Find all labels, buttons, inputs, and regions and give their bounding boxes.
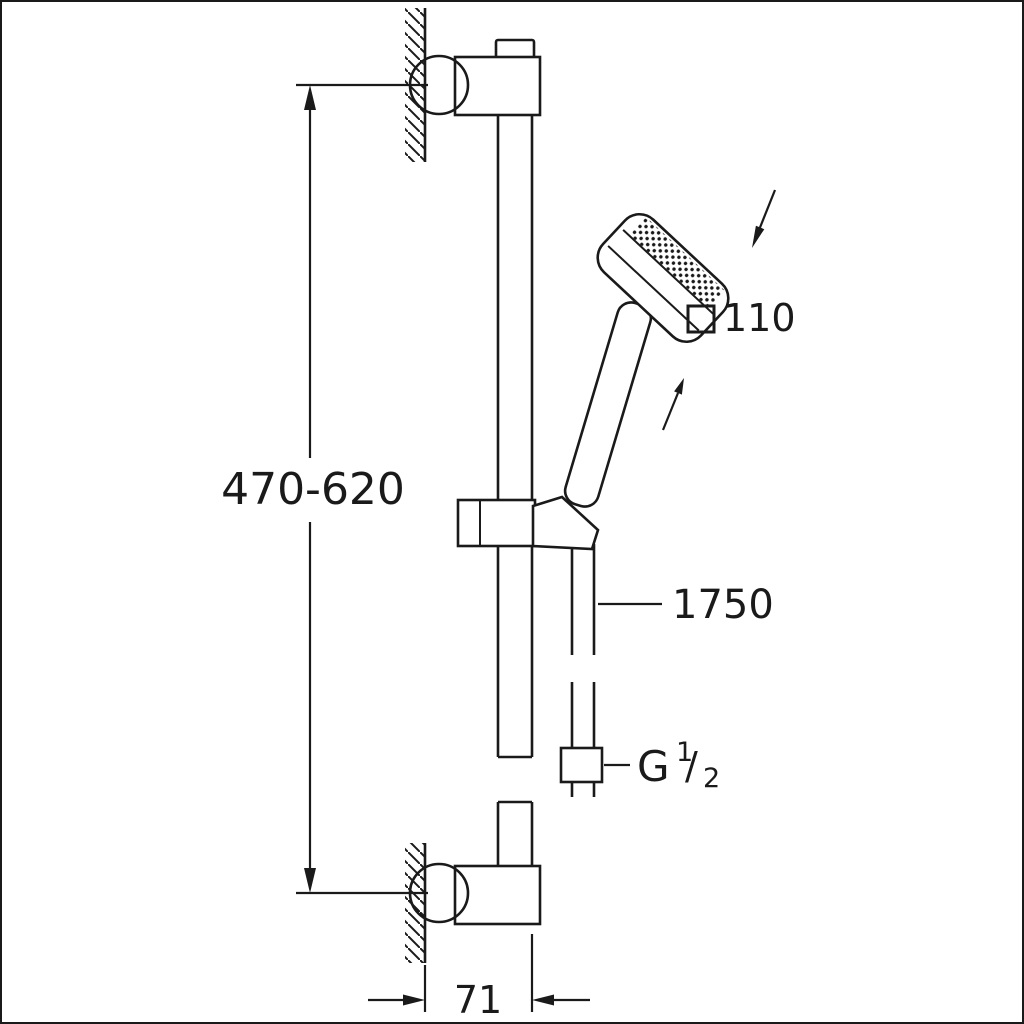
handle-cup: [531, 495, 600, 551]
thread-letter: G: [637, 742, 670, 791]
dim-hose-length: 1750: [598, 582, 774, 628]
hose-nut: [559, 746, 604, 784]
shower-rail: [496, 115, 534, 866]
offset-arrow-right: [532, 994, 554, 1006]
shower-hose: [559, 544, 604, 797]
head-body: [596, 212, 730, 344]
thread-slash: /: [685, 744, 698, 788]
dim-arrow-up: [304, 85, 316, 110]
thread-denominator: 2: [703, 763, 720, 794]
handshower-head: [596, 212, 730, 344]
hose-length-label: 1750: [672, 582, 774, 628]
offset-arrow-left: [403, 994, 425, 1006]
head-dim-arrow-bottom: [674, 378, 684, 395]
rail-mount-top: [408, 38, 542, 117]
dim-wall-offset: 71: [368, 934, 590, 1022]
square-symbol: [686, 304, 716, 334]
dim-thread: G 1 / 2: [604, 737, 720, 794]
dim-head-width: 110: [661, 189, 796, 431]
thread-numerator: 1: [676, 737, 693, 768]
rail-top-cap: [494, 38, 536, 60]
rail-mount-bottom: [408, 862, 542, 926]
dim-arrow-down: [304, 868, 316, 893]
wall-offset-label: 71: [454, 978, 502, 1022]
head-seam-front: [622, 229, 715, 316]
dim-rail-length: 470-620: [221, 83, 428, 895]
head-dim-arrow-top: [752, 225, 765, 248]
handshower-handle: [563, 301, 653, 508]
head-dim-shaft-top: [757, 189, 777, 231]
head-seam-rear: [607, 245, 700, 332]
head-dim-shaft-bottom: [661, 392, 680, 431]
rail-length-label: 470-620: [221, 464, 405, 515]
wall-section-bottom: [405, 843, 427, 963]
wall-hatch-bottom: [405, 843, 425, 963]
slider-holder: [456, 495, 600, 551]
head-width-label: 110: [723, 296, 796, 340]
slider-block: [456, 498, 537, 548]
spray-face-dots: [629, 217, 725, 309]
